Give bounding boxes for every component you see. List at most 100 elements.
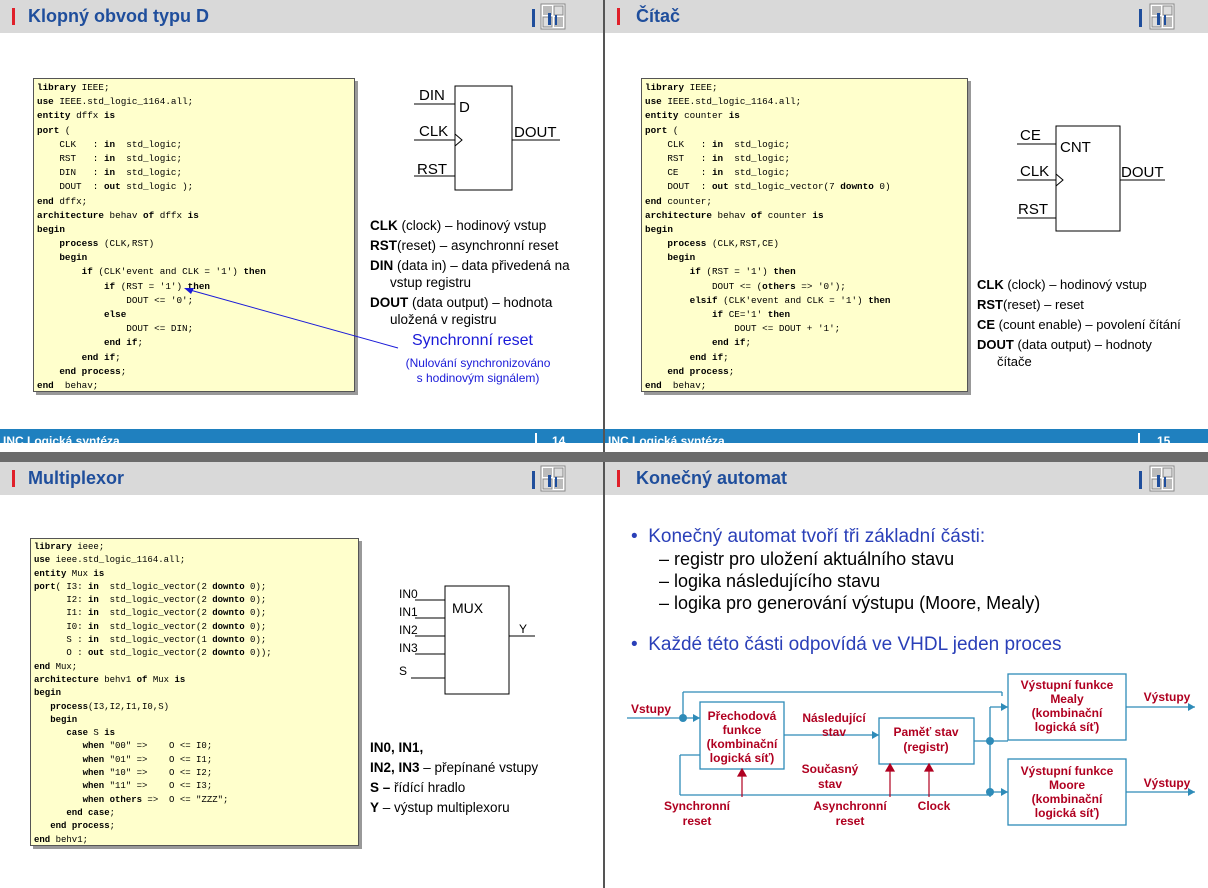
code-line: architecture behv1 of Mux is: [34, 674, 186, 685]
input-ce: CE: [1020, 127, 1041, 144]
code-line: library IEEE;: [37, 82, 110, 93]
code-line: when "00" => O <= I0;: [82, 741, 213, 752]
signal-description: CLK (clock) – hodinový vstup: [977, 276, 1207, 293]
footer-text: INC Logická syntéza: [608, 434, 725, 443]
signal-text: (clock) – hodinový vstup: [1003, 277, 1147, 292]
sync-reset-line-2: reset: [683, 814, 712, 828]
signal-term: IN2, IN3: [370, 760, 420, 775]
signal-description: IN2, IN3 – přepínané vstupy: [370, 759, 600, 776]
code-line: if CE='1' then: [711, 309, 791, 320]
signal-text: (data in) – data přivedená na: [393, 258, 570, 273]
code-line: when "01" => O <= I1;: [82, 754, 213, 765]
sub-bullet-item: – logika pro generování výstupu (Moore, …: [659, 593, 1041, 613]
code-line: begin: [667, 252, 696, 264]
signal-description: CE (count enable) – povolení čítání: [977, 316, 1207, 333]
code-line: end counter;: [645, 195, 712, 207]
signal-term: CLK: [977, 277, 1004, 292]
note-line-1: (Nulování synchronizováno: [405, 356, 551, 370]
note-arrow: [184, 288, 399, 349]
async-reset-line-2: reset: [836, 814, 865, 828]
page-number: 14: [552, 434, 566, 443]
bullet-item: • Konečný automat tvoří tři základní čás…: [631, 526, 986, 547]
code-line: case S is: [66, 728, 116, 739]
input-clk: CLK: [419, 123, 448, 140]
signal-description: CLK (clock) – hodinový vstup: [370, 217, 602, 234]
signal-term: CE: [977, 317, 996, 332]
code-line: DOUT : out std_logic_vector(7 downto 0): [645, 181, 891, 193]
signal-description: S – řídící hradlo: [370, 779, 600, 796]
signal-term: IN0, IN1,: [370, 740, 424, 755]
code-line: entity Mux is: [34, 568, 105, 579]
block-name: D: [459, 99, 470, 116]
input-rst: RST: [417, 161, 447, 178]
code-line: if (RST = '1') then: [103, 280, 210, 292]
title-accent: [12, 8, 15, 25]
page-number: 15: [1157, 434, 1171, 443]
footer-separator: [535, 433, 537, 443]
slide-d-flipflop: Klopný obvod typu D library IEEE;use IEE…: [0, 0, 603, 443]
bullet-item: • Každé této části odpovídá ve VHDL jede…: [631, 634, 1062, 655]
code-line: when others => O <= "ZZZ";: [82, 794, 229, 805]
code-line: entity counter is: [645, 110, 740, 122]
signal-term: DOUT: [370, 295, 409, 310]
signal-text: (reset) – reset: [1003, 297, 1084, 312]
signal-term: RST: [977, 297, 1003, 312]
code-line: end if;: [689, 351, 729, 363]
code-line: when "10" => O <= I2;: [82, 768, 213, 779]
code-line: begin: [37, 223, 65, 235]
title-accent: [617, 8, 620, 25]
signal-text: (clock) – hodinový vstup: [397, 218, 547, 233]
title-separator: [532, 9, 535, 27]
code-line: I0: in std_logic_vector(2 downto 0);: [34, 621, 267, 632]
faculty-logo-icon: [1149, 3, 1175, 30]
output-y: Y: [519, 622, 527, 636]
clock-label: Clock: [918, 799, 951, 813]
signal-text: (count enable) – povolení čítání: [995, 317, 1181, 332]
vertical-divider: [603, 0, 605, 888]
code-line: end behav;: [37, 379, 99, 391]
next-state-box-line-2: funkce: [723, 723, 762, 737]
note-line-2: s hodinovým signálem): [416, 371, 540, 385]
current-state-label-line-2: stav: [818, 777, 842, 791]
code-line: DOUT <= (others => '0');: [645, 280, 846, 292]
code-line: when "11" => O <= I3;: [82, 781, 213, 792]
code-line: end process;: [59, 365, 127, 377]
output-label-mealy: Výstupy: [1144, 690, 1191, 704]
slide-footer: INC Logická syntéza 14: [0, 429, 603, 443]
next-state-label-line-1: Následující: [802, 711, 866, 725]
bullet-text: Konečný automat tvoří tři základní části…: [648, 526, 986, 547]
next-state-box-line-4: logická síť): [710, 751, 774, 765]
moore-box-line-1: Výstupní funkce: [1021, 764, 1114, 778]
slide-title: Čítač: [636, 6, 681, 26]
code-line: end behav;: [645, 379, 707, 391]
signal-text: (reset) – asynchronní reset: [397, 238, 559, 253]
slide-title: Klopný obvod typu D: [28, 6, 209, 26]
input-in2: IN2: [399, 623, 418, 637]
mealy-box-line-2: Mealy: [1050, 692, 1084, 706]
code-line: process(I3,I2,I1,I0,S): [50, 701, 170, 712]
code-line: CLK : in std_logic;: [37, 138, 183, 150]
code-line: architecture behav of dffx is: [37, 209, 199, 221]
input-rst: RST: [1018, 201, 1048, 218]
slide-multiplexor: Multiplexor library ieee;use ieee.std_lo…: [0, 462, 603, 888]
code-line: port( I3: in std_logic_vector(2 downto 0…: [34, 581, 267, 592]
mealy-box-line-3: (kombinační: [1032, 706, 1103, 720]
signal-term: S –: [370, 780, 391, 795]
code-line: end if;: [103, 337, 144, 349]
signal-text: – přepínané vstupy: [419, 760, 539, 775]
code-line: end Mux;: [34, 661, 78, 672]
footer-separator: [1138, 433, 1140, 443]
async-reset-line-1: Asynchronní: [813, 799, 887, 813]
next-state-box-line-3: (kombinační: [707, 737, 778, 751]
code-line: CLK : in std_logic;: [645, 138, 791, 150]
code-line: if (CLK'event and CLK = '1') then: [81, 266, 266, 278]
code-line: begin: [645, 223, 673, 235]
slide-title-bar: Konečný automat: [605, 462, 1208, 495]
mealy-box-line-4: logická síť): [1035, 720, 1099, 734]
moore-box-line-2: Moore: [1049, 778, 1085, 792]
output-dout: DOUT: [1121, 164, 1164, 181]
title-accent: [12, 470, 15, 487]
mealy-box-line-1: Výstupní funkce: [1021, 678, 1114, 692]
